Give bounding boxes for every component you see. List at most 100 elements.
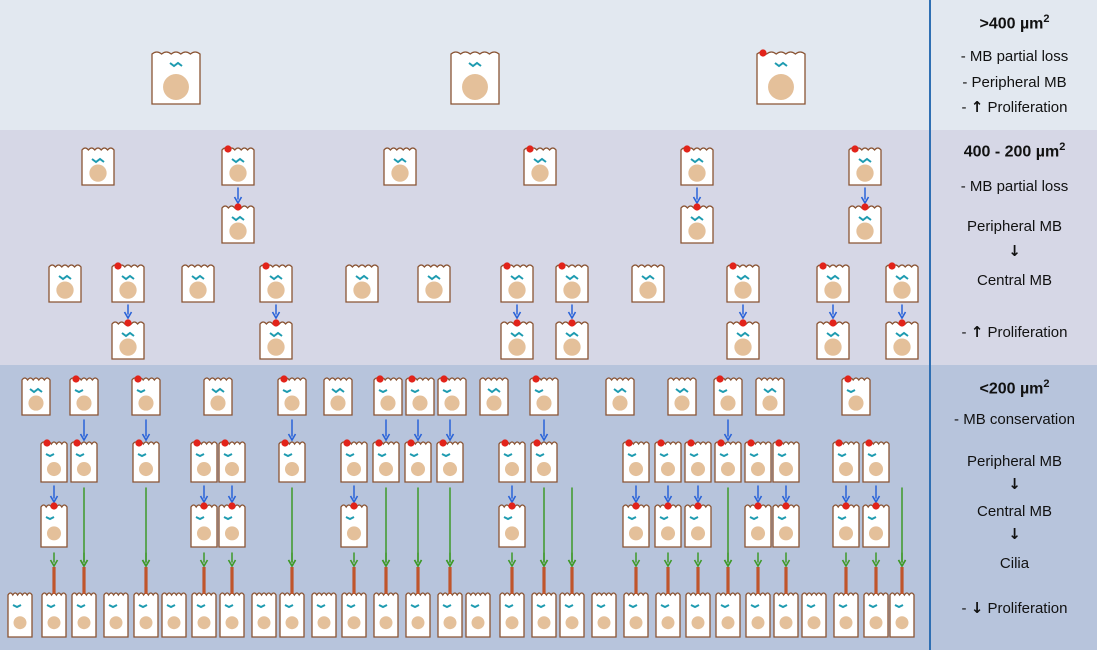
basal-body-icon — [196, 604, 206, 609]
cell-membrane — [373, 592, 399, 638]
nucleus — [750, 526, 766, 541]
cilium-icon — [874, 567, 878, 594]
red-marker-icon — [440, 375, 448, 383]
red-marker-icon — [872, 502, 880, 510]
cell-membrane — [833, 592, 859, 638]
nucleus — [224, 526, 240, 541]
basal-body-icon — [750, 604, 760, 609]
basal-body-icon — [846, 389, 856, 394]
blue-arrow-head — [539, 433, 549, 442]
basal-body-icon — [627, 516, 637, 521]
basal-body-icon — [269, 274, 283, 281]
red-marker-icon — [683, 145, 691, 153]
red-marker-icon — [842, 502, 850, 510]
epithelial-cell — [714, 439, 742, 483]
blue-arrow-head — [79, 433, 89, 442]
red-marker-icon — [343, 439, 351, 447]
basal-body-icon — [269, 331, 283, 338]
epithelial-cell — [832, 439, 860, 483]
cell-membrane — [684, 504, 712, 548]
green-arrow-head — [781, 559, 791, 568]
basal-body-icon — [867, 516, 877, 521]
blue-arrow-head — [123, 311, 133, 320]
basal-body-icon — [256, 604, 266, 609]
basal-body-icon — [169, 61, 183, 68]
blue-arrow-head — [413, 433, 423, 442]
nucleus — [660, 526, 676, 541]
basal-body-icon — [137, 453, 147, 458]
red-marker-icon — [50, 502, 58, 510]
nucleus — [779, 616, 793, 630]
green-arrow-head — [381, 559, 391, 568]
cilium-icon — [52, 567, 56, 594]
basal-body-icon — [536, 604, 546, 609]
red-marker-icon — [632, 502, 640, 510]
basal-body-icon — [224, 604, 234, 609]
cilium-icon — [202, 567, 206, 594]
red-marker-icon — [501, 439, 509, 447]
green-arrow-head — [631, 559, 641, 568]
nucleus — [688, 222, 706, 240]
cell-membrane — [218, 504, 246, 548]
nucleus — [504, 462, 520, 477]
red-marker-icon — [829, 319, 837, 327]
cell-membrane — [772, 504, 800, 548]
epithelial-cell — [383, 147, 417, 186]
cell-membrane — [133, 592, 159, 638]
epithelial-cell — [341, 567, 367, 638]
nucleus — [536, 462, 552, 477]
red-marker-icon — [513, 319, 521, 327]
basal-body-icon — [806, 604, 816, 609]
nucleus — [109, 616, 123, 630]
basal-body-icon — [45, 453, 55, 458]
nucleus — [317, 616, 331, 630]
nucleus — [508, 281, 526, 299]
nucleus — [720, 462, 736, 477]
basal-body-icon — [378, 389, 388, 394]
epithelial-cell — [181, 264, 215, 303]
cell-membrane — [40, 504, 68, 548]
epithelial-cell — [755, 377, 785, 416]
down-arrow-icon: ↓ — [1008, 525, 1021, 543]
red-marker-icon — [851, 145, 859, 153]
nucleus — [536, 395, 552, 411]
epithelial-cell — [523, 145, 557, 186]
epithelial-cell — [885, 319, 919, 360]
epithelial-cell — [591, 592, 617, 638]
epithelial-cell — [498, 502, 526, 548]
epithelial-cell — [131, 375, 161, 416]
basal-body-icon — [442, 604, 452, 609]
red-marker-icon — [759, 49, 767, 57]
red-marker-icon — [72, 375, 80, 383]
nucleus — [768, 74, 794, 100]
cell-membrane — [7, 592, 33, 638]
epithelial-cell — [680, 203, 714, 244]
red-marker-icon — [272, 319, 280, 327]
epithelial-cell — [684, 502, 712, 548]
nucleus — [13, 616, 27, 630]
nucleus — [380, 395, 396, 411]
epithelial-cell — [251, 592, 277, 638]
red-marker-icon — [526, 145, 534, 153]
epithelial-cell — [530, 439, 558, 483]
basal-body-icon — [345, 453, 355, 458]
basal-body-icon — [91, 157, 105, 164]
epithelial-cell — [479, 377, 509, 416]
epithelial-cell — [744, 502, 772, 548]
epithelial-cell — [372, 439, 400, 483]
red-marker-icon — [693, 203, 701, 211]
epithelial-cell — [744, 439, 772, 483]
cell-membrane — [591, 592, 617, 638]
green-arrow-head — [693, 559, 703, 568]
cilium-icon — [696, 567, 700, 594]
blue-arrow-head — [199, 495, 209, 504]
epithelial-cell — [622, 439, 650, 483]
basal-body-icon — [355, 274, 369, 281]
nucleus — [442, 462, 458, 477]
nucleus — [353, 281, 371, 299]
basal-body-icon — [660, 604, 670, 609]
red-marker-icon — [281, 439, 289, 447]
epithelial-cell — [655, 567, 681, 638]
basal-body-icon — [777, 516, 787, 521]
